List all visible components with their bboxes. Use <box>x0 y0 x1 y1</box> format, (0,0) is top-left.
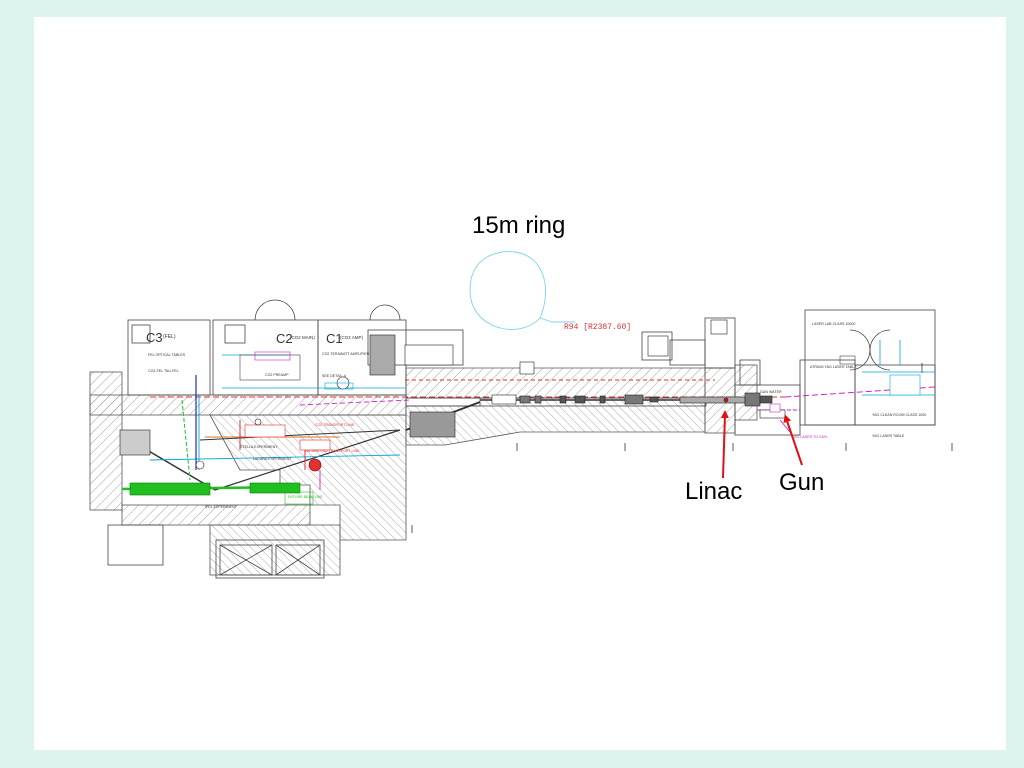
gun-water-label: GUN WATER <box>760 390 782 394</box>
lacara-label: LACARA EXPERIMENT <box>253 457 292 461</box>
slide: C3 (FEL) C2 (CO2 MAIN) C1 (CO2 AMP) R94 … <box>34 17 1006 750</box>
linac-arrow <box>720 410 729 479</box>
co2-fel-label: CO2-FEL TAU-FEL <box>148 369 179 373</box>
radius-label: R94 [R2387.60] <box>564 323 631 332</box>
room-c2: C2 <box>276 331 293 346</box>
ifel-label: IFEL EXPERIMENT <box>205 505 238 509</box>
floor-plan: C3 (FEL) C2 (CO2 MAIN) C1 (CO2 AMP) R94 … <box>89 251 953 579</box>
yag-to-gun-label: YAG LASER TO GUN <box>792 435 827 439</box>
room-labels: C3 (FEL) C2 (CO2 MAIN) C1 (CO2 AMP) <box>146 330 364 346</box>
room-c3: C3 <box>146 330 163 345</box>
small-annotations: R94 [R2387.60] FEL OPTICAL TABLES CO2-FE… <box>148 322 926 509</box>
fel-optical-label: FEL OPTICAL TABLES <box>148 353 186 357</box>
gun-arrow <box>783 414 803 466</box>
co2-terawatt-label: CO2 TERAWATT AMPLIFIER <box>322 352 370 356</box>
callout-arrows <box>720 410 803 479</box>
ring-15m <box>469 251 575 330</box>
co2-transport2-label: LACARA CO2 TRANSPORT LINE <box>305 449 360 453</box>
room-c1: C1 <box>326 331 343 346</box>
beam-components <box>119 319 921 496</box>
ring-label: 15m ring <box>472 212 566 239</box>
yag-clean-label: YAG CLEAN ROOM CLASS 1000 <box>872 413 926 417</box>
building-walls <box>89 364 758 576</box>
room-c2-suffix: (CO2 MAIN) <box>290 335 315 340</box>
tunnel-ticks <box>411 363 953 533</box>
see-detail-label: SEE DETAIL-A <box>322 374 347 378</box>
co2-transport-label: CO2 TRANSPORT LINE <box>315 423 355 427</box>
yag-table-label: YAG LASER TABLE <box>872 434 905 438</box>
atrium-label: ATRIUM YAG LASER TABLE <box>810 365 857 369</box>
room-c1-suffix: (CO2 AMP) <box>340 335 364 340</box>
gun-label: Gun <box>779 469 825 496</box>
laser-lab-label: LASER LAB CLASS 10000 <box>812 322 855 326</box>
annotation-boxes <box>239 351 856 505</box>
linac-label: Linac <box>685 478 743 505</box>
future-beamline-label: FUTURE BEAM LINE <box>288 495 323 499</box>
stella-label: STELLA EXPERIMENT <box>240 445 278 449</box>
room-c3-suffix: (FEL) <box>163 334 176 340</box>
co2-preamp-label: CO2 PREAMP <box>265 373 289 377</box>
